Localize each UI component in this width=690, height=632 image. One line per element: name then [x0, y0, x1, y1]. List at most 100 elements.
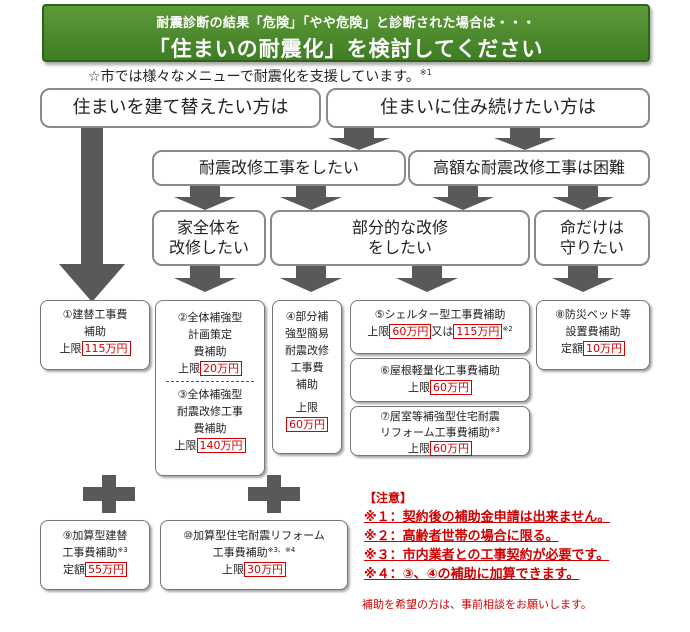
s6-title: ⑥屋根軽量化工事費補助 — [380, 364, 500, 377]
s2-limit-label: 上限 — [178, 362, 200, 376]
intro-sentence: ☆市では様々なメニューで耐震化を支援しています。 — [88, 69, 420, 85]
s6-limit-label: 上限 — [408, 381, 430, 395]
s5-amount2: 115万円 — [453, 324, 503, 340]
s1-limit-label: 上限 — [59, 342, 82, 356]
arrow-whole-s2 — [174, 266, 236, 292]
scope-life-line1: 命だけは — [559, 218, 624, 237]
s7-title1: ⑦居室等補強型住宅耐震 — [380, 410, 500, 423]
s2-title2: 計画策定 — [188, 328, 232, 342]
plus-icon-right — [248, 475, 300, 513]
s4-title4: 工事費 — [290, 361, 324, 375]
s5-limit-label: 上限 — [367, 325, 390, 339]
header-banner: 耐震診断の結果「危険」「やや危険」と診断された場合は・・・ 「住まいの耐震化」を… — [42, 4, 650, 62]
s5-amount1: 60万円 — [389, 324, 432, 340]
s4-title1: ④部分補 — [285, 310, 329, 323]
s3-title2: 耐震改修工事 — [177, 405, 243, 419]
s9-title2: 工事費補助 — [62, 546, 118, 560]
choice-rebuild: 住まいを建て替えたい方は — [40, 88, 321, 128]
s2-amount: 20万円 — [200, 361, 242, 377]
scope-whole-line2: 改修したい — [168, 238, 249, 257]
scope-life-line2: 守りたい — [559, 238, 624, 257]
s1-title1: ①建替工事費 — [62, 308, 128, 321]
divider — [166, 381, 254, 383]
s4-title5: 補助 — [296, 378, 318, 392]
scope-partial-line2: をしたい — [367, 238, 432, 257]
s10-note-mark: ※3、※4 — [267, 546, 296, 555]
s5-note-mark: ※2 — [502, 325, 513, 334]
scope-partial-line1: 部分的な改修 — [351, 218, 448, 237]
footer-note: 補助を希望の方は、事前相談をお願いします。 — [362, 598, 592, 611]
s7-note-mark: ※3 — [489, 425, 500, 434]
s1-title2: 補助 — [84, 325, 106, 339]
arrow-rebuild — [59, 126, 125, 302]
arrow-retrofit-whole — [174, 186, 236, 210]
arrow-partial-s5 — [396, 266, 458, 292]
choice-keep: 住まいに住み続けたい方は — [326, 88, 650, 128]
s4-limit-label: 上限 — [296, 401, 318, 415]
path-costly-label: 高額な耐震改修工事は困難 — [432, 158, 625, 177]
arrow-keep-costly — [494, 128, 556, 150]
scope-whole-line1: 家全体を — [176, 218, 241, 237]
s2-title1: ②全体補強型 — [177, 311, 243, 324]
arrow-retrofit-partial — [280, 186, 342, 210]
arrow-costly-life — [552, 186, 614, 210]
banner-subtitle: 耐震診断の結果「危険」「やや危険」と診断された場合は・・・ — [156, 16, 536, 31]
s10-title2: 工事費補助 — [212, 546, 268, 560]
s9-note-mark: ※3 — [117, 546, 128, 555]
subsidy-partial-simple: ④部分補 強型簡易 耐震改修 工事費 補助 上限 60万円 — [272, 300, 342, 454]
intro-text: ☆市では様々なメニューで耐震化を支援しています。※1 — [88, 66, 432, 86]
s8-limit-label: 定額 — [561, 342, 583, 356]
arrow-partial-s4 — [280, 266, 342, 292]
scope-life: 命だけは守りたい — [534, 210, 650, 266]
note-1: ※１：契約後の補助金申請は出来ません。 — [364, 510, 611, 525]
path-costly: 高額な耐震改修工事は困難 — [408, 150, 650, 186]
s9-title1: ⑨加算型建替 — [62, 529, 128, 542]
scope-partial: 部分的な改修をしたい — [270, 210, 530, 266]
path-retrofit: 耐震改修工事をしたい — [152, 150, 406, 186]
banner-title: 「住まいの耐震化」を検討してください — [148, 37, 544, 61]
s9-amount: 55万円 — [85, 562, 127, 578]
arrow-keep-retrofit — [328, 128, 390, 150]
choice-keep-label: 住まいに住み続けたい方は — [380, 96, 596, 118]
s2-title3: 費補助 — [193, 345, 227, 359]
note-3: ※３：市内業者との工事契約が必要です。 — [364, 548, 610, 563]
scope-whole: 家全体を改修したい — [152, 210, 266, 266]
s3-title1: ③全体補強型 — [177, 388, 243, 402]
s10-title1: ⑩加算型住宅耐震リフォーム — [183, 529, 325, 542]
s3-title3: 費補助 — [193, 422, 227, 436]
intro-note-mark: ※1 — [419, 68, 432, 77]
s3-limit-label: 上限 — [174, 439, 197, 453]
note-2: ※２：高齢者世帯の場合に限る。 — [364, 529, 559, 544]
s5-or: 又は — [431, 325, 454, 339]
choice-rebuild-label: 住まいを建て替えたい方は — [72, 96, 289, 118]
s4-title3: 耐震改修 — [285, 344, 329, 358]
s3-amount: 140万円 — [196, 438, 246, 454]
arrow-life-s8 — [552, 266, 614, 292]
s10-limit-label: 上限 — [222, 563, 244, 577]
path-retrofit-label: 耐震改修工事をしたい — [198, 158, 359, 177]
s7-limit-label: 上限 — [408, 441, 430, 455]
notes-title: 【注意】 — [364, 491, 413, 505]
s7-amount: 60万円 — [430, 440, 472, 456]
s10-amount: 30万円 — [244, 562, 286, 578]
s7-title2: リフォーム工事費補助 — [380, 425, 490, 439]
s5-title: ⑤シェルター型工事費補助 — [374, 308, 506, 321]
s1-amount: 115万円 — [81, 341, 131, 357]
note-4: ※４：③、④の補助に加算できます。 — [364, 567, 580, 582]
s8-amount: 10万円 — [583, 341, 625, 357]
s4-title2: 強型簡易 — [285, 327, 329, 341]
arrow-costly-partial — [432, 186, 494, 210]
plus-icon-left — [83, 475, 135, 513]
s4-amount: 60万円 — [286, 417, 328, 433]
s6-amount: 60万円 — [430, 380, 472, 396]
s9-limit-label: 定額 — [63, 563, 85, 577]
